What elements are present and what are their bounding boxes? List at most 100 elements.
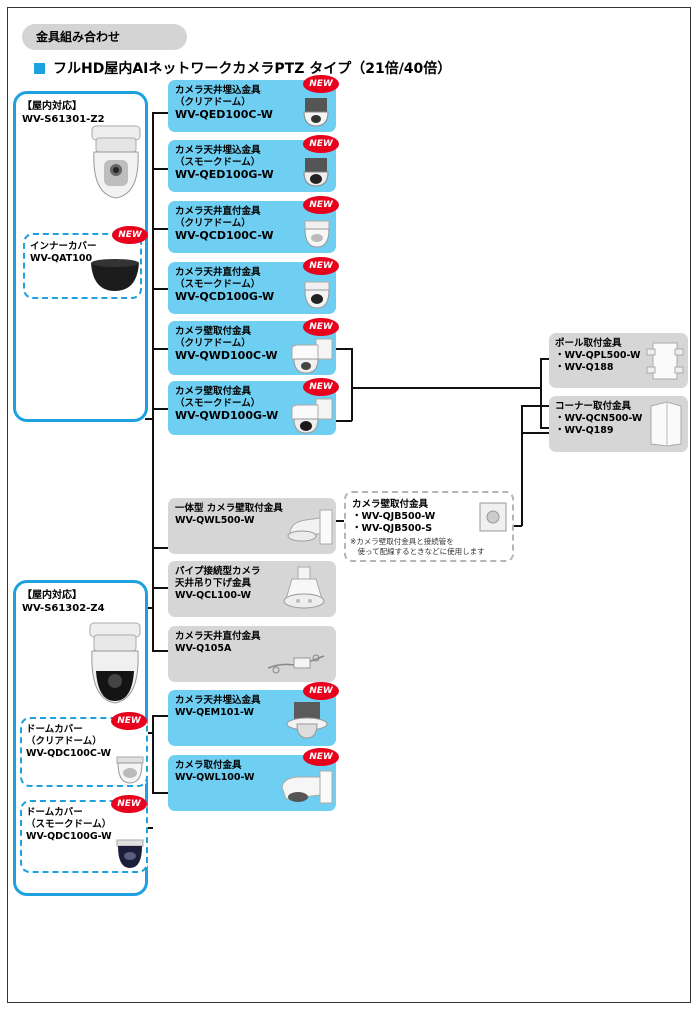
ceiling-mount-clear-image <box>304 220 330 248</box>
inner-cover-image <box>91 259 139 291</box>
new-badge: NEW <box>303 748 339 766</box>
connector <box>145 607 153 609</box>
connector <box>152 545 154 650</box>
connector <box>152 348 168 350</box>
connector <box>152 587 168 589</box>
cover-type: （スモークドーム） <box>26 819 112 830</box>
ceiling-direct-mount-image <box>267 654 325 674</box>
corner-mount-box: コーナー取付金具・WV-QCN500-W・WV-Q189 <box>549 396 688 452</box>
connector <box>540 358 549 360</box>
mount-label: カメラ天井埋込金具（クリアドーム）WV-QED100C-W <box>175 85 273 121</box>
connector <box>540 427 549 429</box>
camera-category: 【屋内対応】 <box>22 101 82 112</box>
mount-card-qwd100c: カメラ壁取付金具（クリアドーム）WV-QWD100C-W <box>168 321 336 375</box>
connector <box>152 288 168 290</box>
connector <box>351 348 353 421</box>
section-badge: 金具組み合わせ <box>22 24 187 50</box>
connector <box>336 420 352 422</box>
camera-model: WV-S61301-Z2 <box>22 114 105 125</box>
square-bullet-icon <box>34 62 45 74</box>
pole-mount-image <box>646 342 684 380</box>
cover-model: WV-QAT100 <box>30 253 93 264</box>
new-badge: NEW <box>303 378 339 396</box>
flush-mount-clear-image <box>303 98 329 127</box>
connector <box>152 650 168 652</box>
dome-cover-smoke-label: ドームカバー （スモークドーム） WV-QDC100G-W <box>26 807 112 843</box>
junction-box: カメラ壁取付金具・WV-QJB500-W・WV-QJB500-S ※カメラ壁取付… <box>344 491 514 562</box>
mount-label: カメラ天井直付金具（スモークドーム）WV-QCD100G-W <box>175 267 275 303</box>
camera-title: 【屋内対応】 WV-S61301-Z2 <box>22 100 105 126</box>
connector <box>145 732 153 734</box>
page-frame <box>7 7 691 1003</box>
section-title: フルHD屋内AIネットワークカメラPTZ タイプ（21倍/40倍） <box>53 61 452 77</box>
camera-title: 【屋内対応】 WV-S61302-Z4 <box>22 589 105 615</box>
section-heading: フルHD屋内AIネットワークカメラPTZ タイプ（21倍/40倍） <box>34 58 451 78</box>
mount-label: カメラ天井直付金具（クリアドーム）WV-QCD100C-W <box>175 206 274 242</box>
connector <box>336 520 344 522</box>
camera-group-s61302: 【屋内対応】 WV-S61302-Z4 ドームカバー （クリアドーム） WV-Q… <box>13 580 148 896</box>
connector <box>521 432 549 434</box>
connector <box>152 715 154 793</box>
connector <box>152 715 168 717</box>
connector <box>521 405 523 526</box>
new-badge: NEW <box>303 318 339 336</box>
connector <box>152 168 168 170</box>
clear-dome-image <box>116 756 144 784</box>
mount-label: カメラ天井埋込金具（スモークドーム）WV-QED100G-W <box>175 145 274 181</box>
junction-label: カメラ壁取付金具・WV-QJB500-W・WV-QJB500-S <box>352 499 436 534</box>
ptz-camera-image <box>91 125 141 199</box>
connector <box>152 112 154 548</box>
connector <box>152 112 168 114</box>
cover-model: WV-QDC100G-W <box>26 831 112 842</box>
new-badge: NEW <box>303 135 339 153</box>
camera-mount-image <box>281 770 333 804</box>
cover-name: ドームカバー <box>26 724 83 735</box>
new-badge: NEW <box>303 257 339 275</box>
new-badge: NEW <box>303 196 339 214</box>
connector <box>152 228 168 230</box>
connector <box>351 387 541 389</box>
mount-card-qcd100c: カメラ天井直付金具（クリアドーム）WV-QCD100C-W <box>168 201 336 253</box>
cover-type: （クリアドーム） <box>26 736 102 747</box>
cover-model: WV-QDC100C-W <box>26 748 112 759</box>
connector <box>336 348 352 350</box>
new-badge: NEW <box>303 75 339 93</box>
connector <box>540 358 542 428</box>
ptz-camera-image <box>89 622 141 704</box>
pendant-mount-image <box>283 566 325 609</box>
new-badge: NEW <box>111 795 147 813</box>
connector <box>152 792 168 794</box>
cover-name: ドームカバー <box>26 807 83 818</box>
wall-mount-clear-image <box>291 338 333 374</box>
corner-mount-image <box>650 401 682 447</box>
integrated-wall-mount-image <box>287 509 333 545</box>
connector <box>145 418 153 420</box>
pole-mount-box: ポール取付金具・WV-QPL500-W・WV-Q188 <box>549 333 688 388</box>
connector <box>145 827 153 829</box>
smoke-dome-image <box>116 839 144 868</box>
camera-model: WV-S61302-Z4 <box>22 603 105 614</box>
inner-cover-label: インナーカバー WV-QAT100 <box>30 241 97 265</box>
connector <box>152 408 168 410</box>
junction-box-image <box>479 502 507 532</box>
cover-name: インナーカバー <box>30 241 97 252</box>
new-badge: NEW <box>112 226 148 244</box>
flush-mount-image <box>286 702 328 739</box>
ceiling-mount-smoke-image <box>304 281 330 309</box>
mount-card-qcd100g: カメラ天井直付金具（スモークドーム）WV-QCD100G-W <box>168 262 336 314</box>
camera-category: 【屋内対応】 <box>22 590 82 601</box>
pole-mount-label: ポール取付金具・WV-QPL500-W・WV-Q188 <box>555 338 641 373</box>
mount-card-qwd100g: カメラ壁取付金具（スモークドーム）WV-QWD100G-W <box>168 381 336 435</box>
camera-group-s61301: 【屋内対応】 WV-S61301-Z2 インナーカバー WV-QAT100 NE… <box>13 91 148 422</box>
connector <box>521 405 549 407</box>
connector <box>152 547 168 549</box>
